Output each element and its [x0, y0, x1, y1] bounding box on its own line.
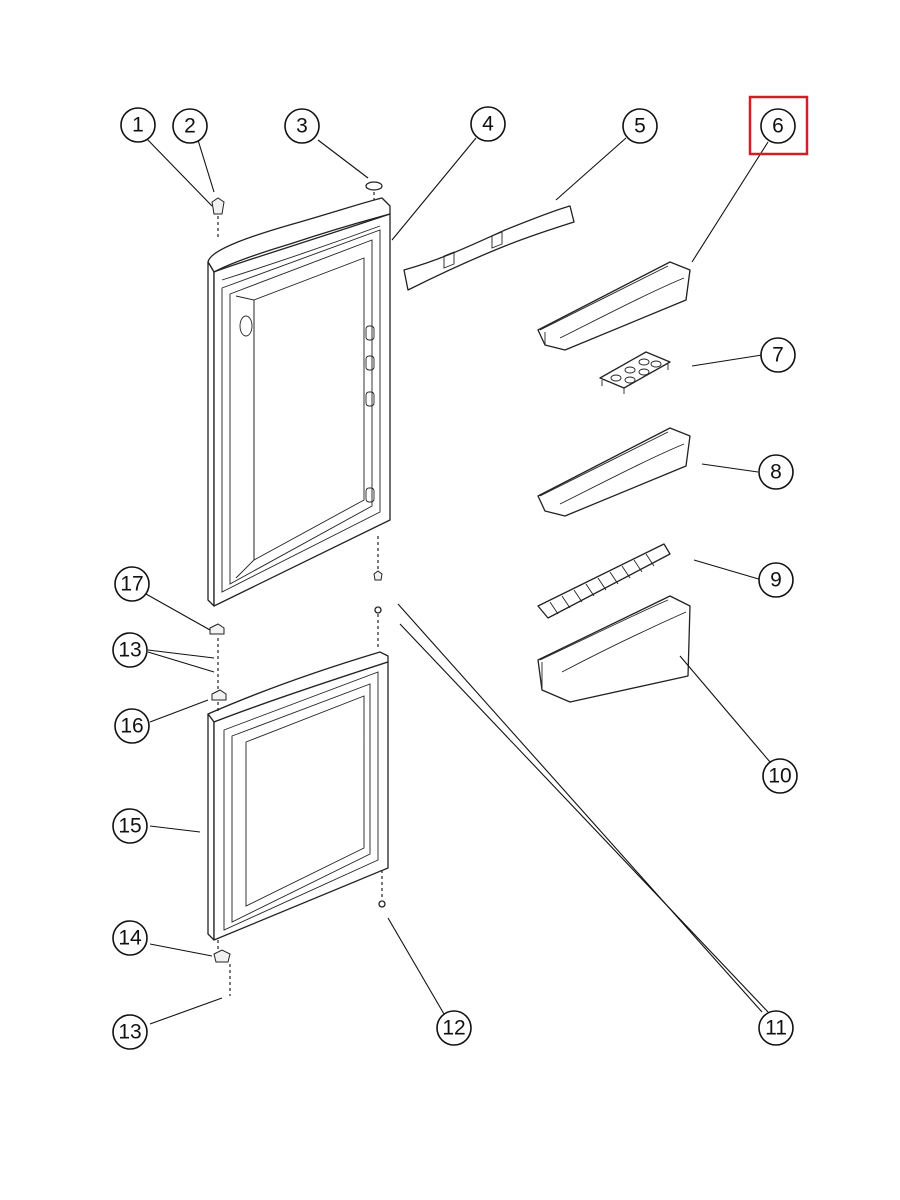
hinge-parts [209, 536, 386, 996]
callout-13-upper: 13 [112, 632, 148, 668]
egg-tray [599, 351, 671, 394]
lower-door [207, 651, 389, 941]
callout-label: 2 [184, 115, 196, 138]
callout-label: 13 [118, 1021, 141, 1044]
callout-8: 8 [758, 454, 794, 490]
callout-label: 6 [772, 115, 784, 138]
leader-lines [145, 137, 771, 1025]
door-bin-middle [537, 427, 691, 517]
callout-5: 5 [622, 108, 658, 144]
callout-13-lower: 13 [112, 1014, 148, 1050]
callout-6: 6 [748, 95, 809, 156]
callout-3: 3 [284, 108, 320, 144]
callout-11: 11 [758, 1010, 794, 1046]
callout-label: 12 [442, 1017, 465, 1040]
callout-label: 15 [118, 815, 141, 838]
callout-label: 5 [634, 115, 646, 138]
callout-label: 3 [296, 115, 308, 138]
callout-label: 9 [770, 569, 782, 592]
upper-door [207, 197, 391, 607]
callout-label: 14 [118, 927, 142, 950]
callout-label: 4 [482, 113, 494, 136]
callout-4: 4 [470, 106, 506, 142]
callout-1: 1 [120, 107, 156, 143]
door-bin-top [537, 261, 691, 351]
callout-15: 15 [112, 808, 148, 844]
callout-10: 10 [762, 758, 798, 794]
bin-cover-grille [537, 543, 671, 619]
callout-17: 17 [114, 566, 150, 602]
callout-12: 12 [436, 1010, 472, 1046]
callout-label: 13 [118, 639, 141, 662]
callout-14: 14 [112, 920, 148, 956]
callout-16: 16 [114, 708, 150, 744]
callout-label: 16 [120, 715, 143, 738]
door-cap-part [365, 181, 383, 191]
callout-label: 17 [120, 573, 143, 596]
hinge-pin-part [211, 197, 225, 240]
door-bin-bottom [537, 595, 691, 703]
door-trim-strip [403, 205, 575, 291]
callout-7: 7 [760, 337, 796, 373]
callout-label: 11 [765, 1017, 787, 1040]
highlight-box [748, 95, 809, 156]
callout-2: 2 [172, 108, 208, 144]
callout-label: 7 [772, 344, 784, 367]
callout-label: 1 [132, 114, 144, 137]
callout-9: 9 [758, 562, 794, 598]
callout-label: 10 [768, 765, 791, 788]
callout-label: 8 [770, 461, 782, 484]
